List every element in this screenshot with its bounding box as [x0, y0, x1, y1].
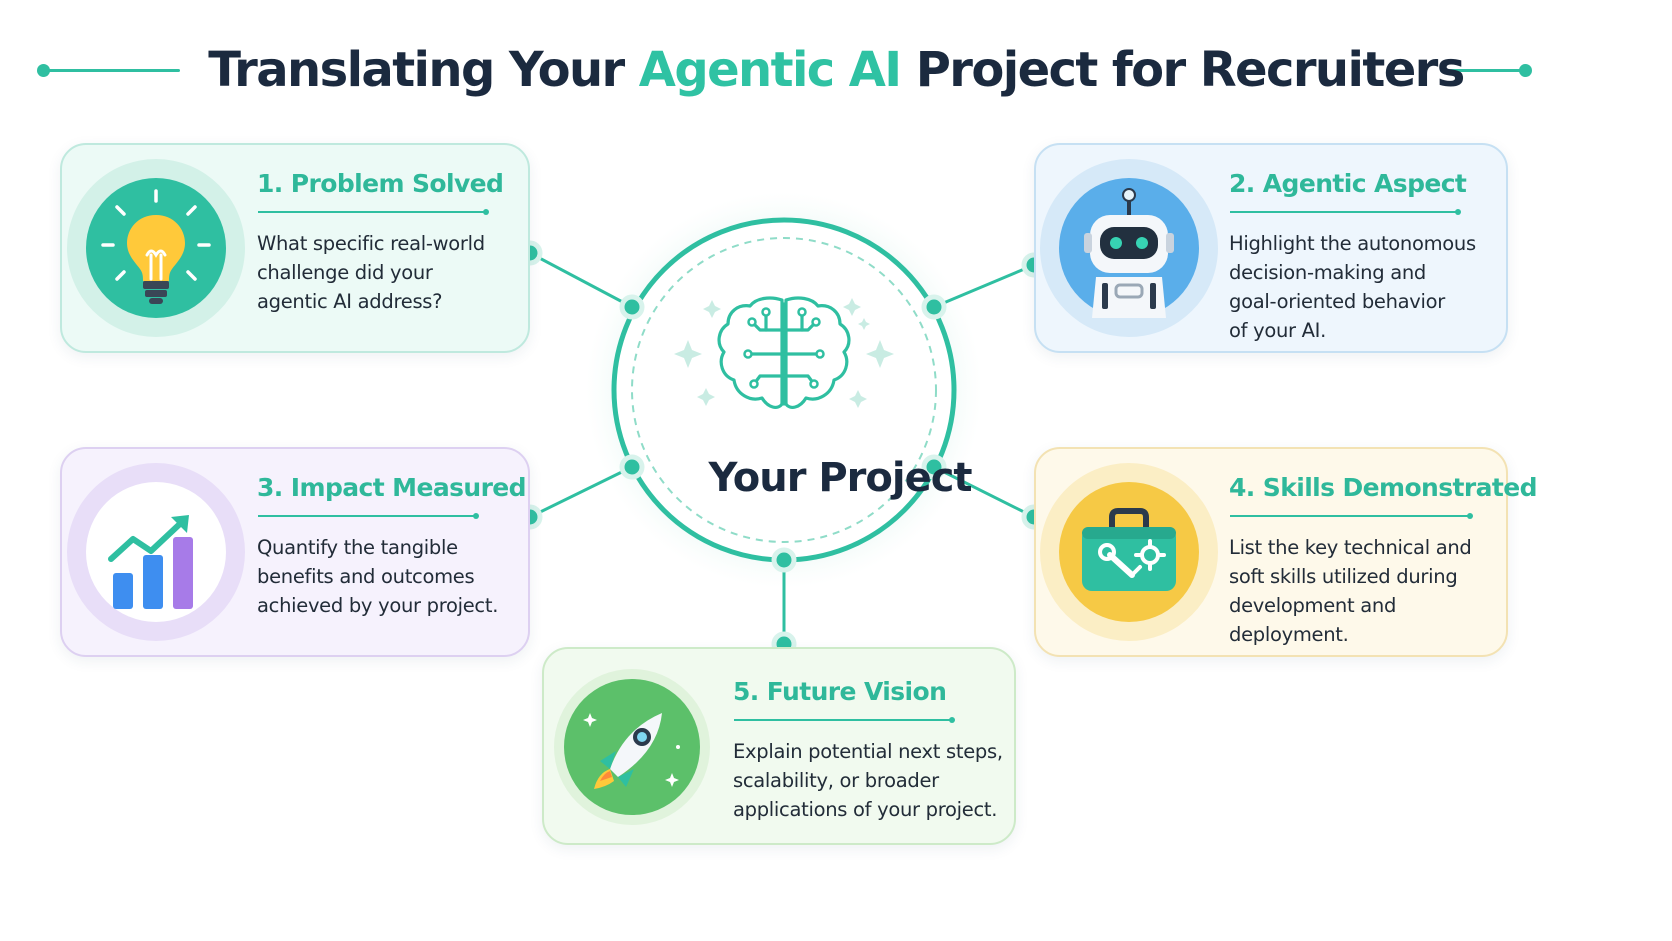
- title-part-after: Project for Recruiters: [915, 42, 1466, 98]
- card-title: 3. Impact Measured: [257, 473, 527, 502]
- node-skills-demonstrated-hub: [921, 454, 947, 480]
- card-description-line: What specific real-world: [257, 232, 485, 255]
- node-problem-solved-hub: [619, 294, 645, 320]
- lightbulb-icon: [67, 159, 245, 337]
- hub-label: Your Project: [708, 455, 972, 501]
- card-skills-demonstrated: 4. Skills Demonstrated List the key tech…: [1034, 447, 1537, 657]
- card-description-line: Explain potential next steps,: [733, 740, 1003, 763]
- card-description-line: soft skills utilized during: [1229, 565, 1458, 588]
- hub-sparkles: [674, 298, 894, 408]
- card-description-line: achieved by your project.: [257, 594, 499, 617]
- card-agentic-aspect: 2. Agentic Aspect Highlight the autonomo…: [1034, 143, 1508, 353]
- title-row: Translating Your Agentic AI Project for …: [0, 28, 1672, 112]
- card-description: Quantify the tangible benefits and outco…: [257, 533, 522, 620]
- card-description: What specific real-world challenge did y…: [257, 229, 517, 316]
- connector-problem-solved: [529, 251, 633, 309]
- connector-impact-measured: [529, 465, 633, 519]
- card-description: List the key technical and soft skills u…: [1229, 533, 1499, 649]
- card-title: 4. Skills Demonstrated: [1229, 473, 1537, 502]
- card-description: Highlight the autonomous decision-making…: [1229, 229, 1499, 345]
- title-decoration-left-dot: [37, 64, 50, 77]
- card-title-rule: [1230, 209, 1461, 215]
- page-title: Translating Your Agentic AI Project for …: [208, 42, 1466, 98]
- card-description-line: Quantify the tangible: [257, 536, 458, 559]
- card-title-rule: [258, 513, 479, 519]
- rocket-icon: [554, 669, 710, 825]
- card-description-line: benefits and outcomes: [257, 565, 475, 588]
- card-description-line: Highlight the autonomous: [1229, 232, 1476, 255]
- title-part-accent: Agentic AI: [638, 42, 902, 98]
- title-decoration-right-line: [1440, 69, 1526, 72]
- toolbox-icon: [1040, 463, 1218, 641]
- node-impact-measured-hub: [619, 454, 645, 480]
- card-title-rule: [734, 717, 955, 723]
- card-problem-solved: 1. Problem Solved What specific real-wor…: [60, 143, 530, 353]
- connector-nodes: [517, 240, 1047, 657]
- connector-skills-demonstrated: [933, 465, 1035, 519]
- title-decoration-left-line: [44, 69, 180, 72]
- card-description-line: applications of your project.: [733, 798, 998, 821]
- card-description-line: agentic AI address?: [257, 290, 443, 313]
- connector-agentic-aspect: [933, 263, 1035, 309]
- card-description-line: deployment.: [1229, 623, 1349, 646]
- card-future-vision: 5. Future Vision Explain potential next …: [542, 647, 1016, 845]
- card-description-line: of your AI.: [1229, 319, 1327, 342]
- node-future-vision-hub: [771, 547, 797, 573]
- card-description-line: scalability, or broader: [733, 769, 939, 792]
- card-description: Explain potential next steps, scalabilit…: [733, 737, 1005, 824]
- card-title-rule: [1230, 513, 1473, 519]
- card-impact-measured: 3. Impact Measured Quantify the tangible…: [60, 447, 530, 657]
- card-title: 1. Problem Solved: [257, 169, 504, 198]
- connector-lines: [529, 251, 1035, 644]
- card-description-line: challenge did your: [257, 261, 433, 284]
- card-description-line: development and: [1229, 594, 1397, 617]
- title-decoration-right-dot: [1519, 64, 1532, 77]
- card-description-line: goal-oriented behavior: [1229, 290, 1446, 313]
- robot-icon: [1040, 159, 1218, 337]
- brain-circuit-nodes: [743, 307, 825, 389]
- card-title: 5. Future Vision: [733, 677, 947, 706]
- title-part-before: Translating Your: [208, 42, 625, 98]
- card-description-line: decision-making and: [1229, 261, 1426, 284]
- growth-chart-icon: [67, 463, 245, 641]
- card-title-rule: [258, 209, 489, 215]
- card-description-line: List the key technical and: [1229, 536, 1472, 559]
- node-agentic-aspect-hub: [921, 294, 947, 320]
- brain-circuit-icon: [717, 296, 851, 409]
- card-title: 2. Agentic Aspect: [1229, 169, 1467, 198]
- hub-inner-ring: [631, 237, 937, 543]
